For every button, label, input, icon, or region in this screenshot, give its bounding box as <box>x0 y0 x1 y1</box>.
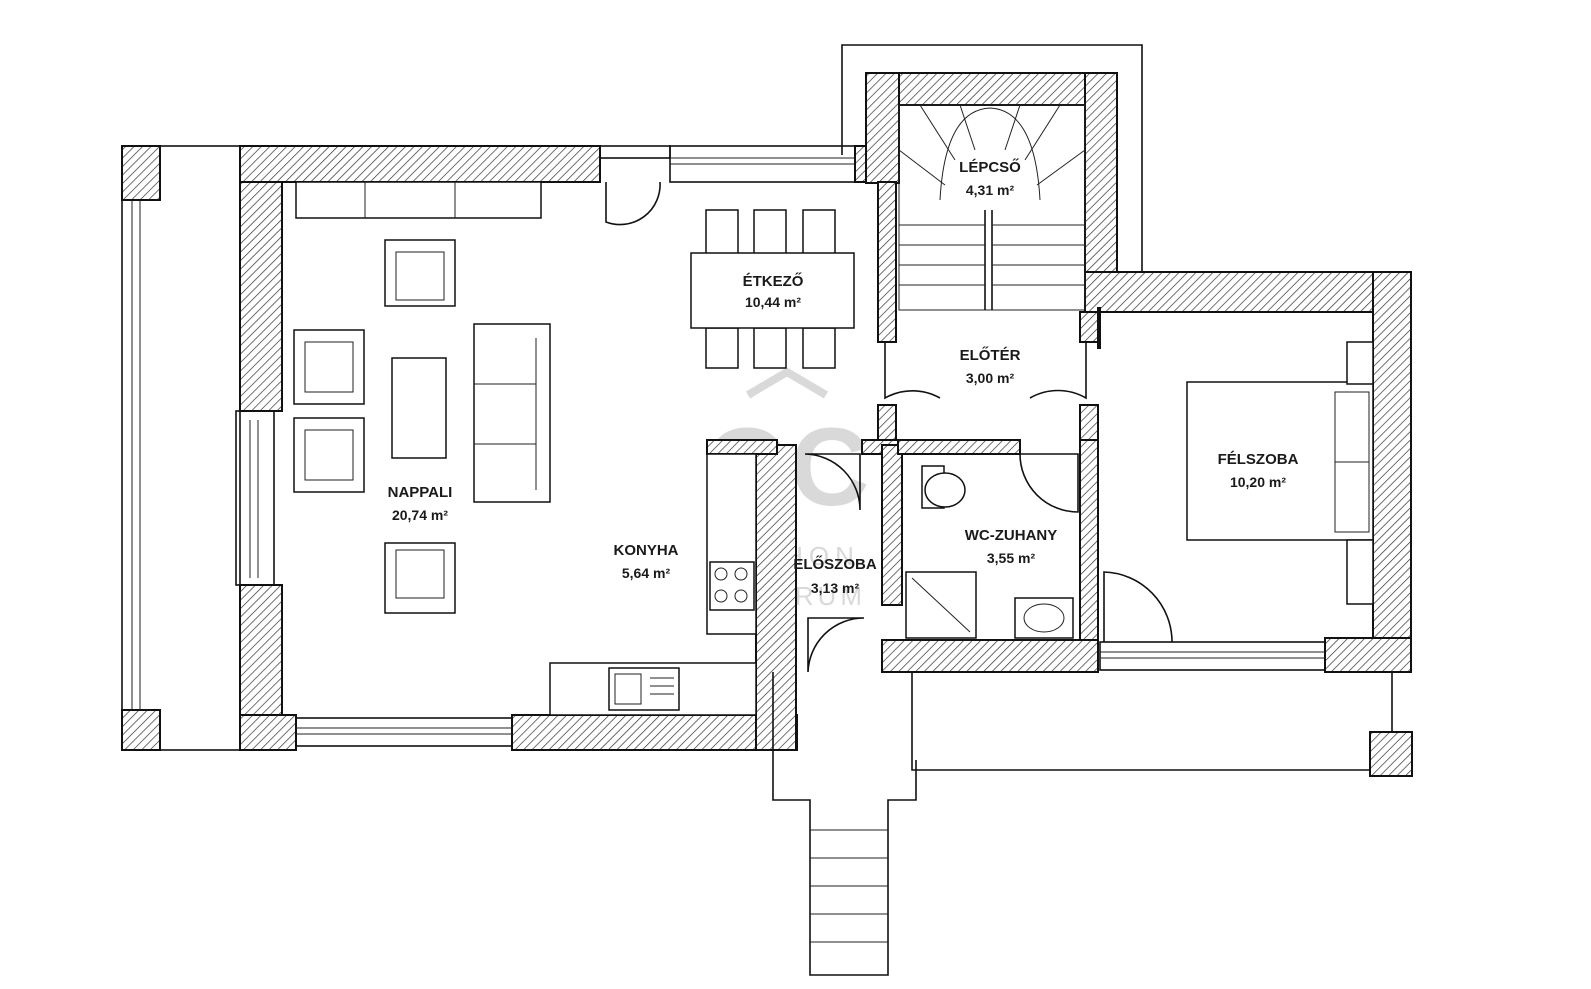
room-name-felszoba: FÉLSZOBA <box>1218 451 1299 468</box>
dining-table <box>690 252 855 329</box>
room-area-etkezo: 10,44 m² <box>745 294 801 310</box>
room-area-lepcso: 4,31 m² <box>966 182 1015 198</box>
room-name-nappali: NAPPALI <box>388 484 453 501</box>
stairs <box>898 104 1086 311</box>
watermark-roof-icon <box>745 367 829 399</box>
windows <box>235 145 1326 747</box>
stove <box>709 561 755 611</box>
terrace-pillar-bottom <box>121 709 161 751</box>
room-area-wc: 3,55 m² <box>987 550 1036 566</box>
left-terrace <box>121 145 241 751</box>
toilet-icon <box>924 472 966 508</box>
entrance-steps <box>772 672 917 976</box>
washbasin <box>1014 597 1074 639</box>
sink <box>608 667 680 711</box>
armchair <box>384 542 456 614</box>
room-labels: NAPPALI 20,74 m² ÉTKEZŐ 10,44 m² KONYHA … <box>388 158 1299 596</box>
room-name-lepcso: LÉPCSŐ <box>959 158 1021 176</box>
room-area-eloszoba: 3,13 m² <box>811 580 860 596</box>
nightstand <box>1346 341 1374 385</box>
bed <box>1186 381 1374 541</box>
room-name-eloszoba: ELŐSZOBA <box>793 555 877 573</box>
terrace-pillar-top <box>121 145 161 201</box>
sofa <box>473 323 551 503</box>
armchair <box>384 239 456 307</box>
room-area-felszoba: 10,20 m² <box>1230 474 1286 490</box>
nightstand <box>1346 539 1374 605</box>
room-area-nappali: 20,74 m² <box>392 507 448 523</box>
sideboard <box>295 181 542 219</box>
kitchen-furniture <box>549 453 757 716</box>
coffee-table <box>391 357 447 459</box>
room-name-etkezo: ÉTKEZŐ <box>743 272 804 290</box>
room-area-eloter: 3,00 m² <box>966 370 1015 386</box>
doors <box>605 181 1173 673</box>
room-name-eloter: ELŐTÉR <box>960 346 1021 364</box>
room-name-konyha: KONYHA <box>613 542 678 559</box>
bathroom-fixtures <box>905 465 1074 639</box>
room-name-wc: WC-ZUHANY <box>965 527 1057 544</box>
room-area-konyha: 5,64 m² <box>622 565 671 581</box>
interior-walls <box>706 181 1101 673</box>
living-furniture <box>293 181 551 614</box>
bedroom-furniture <box>1186 341 1374 605</box>
dining-furniture <box>690 209 855 369</box>
